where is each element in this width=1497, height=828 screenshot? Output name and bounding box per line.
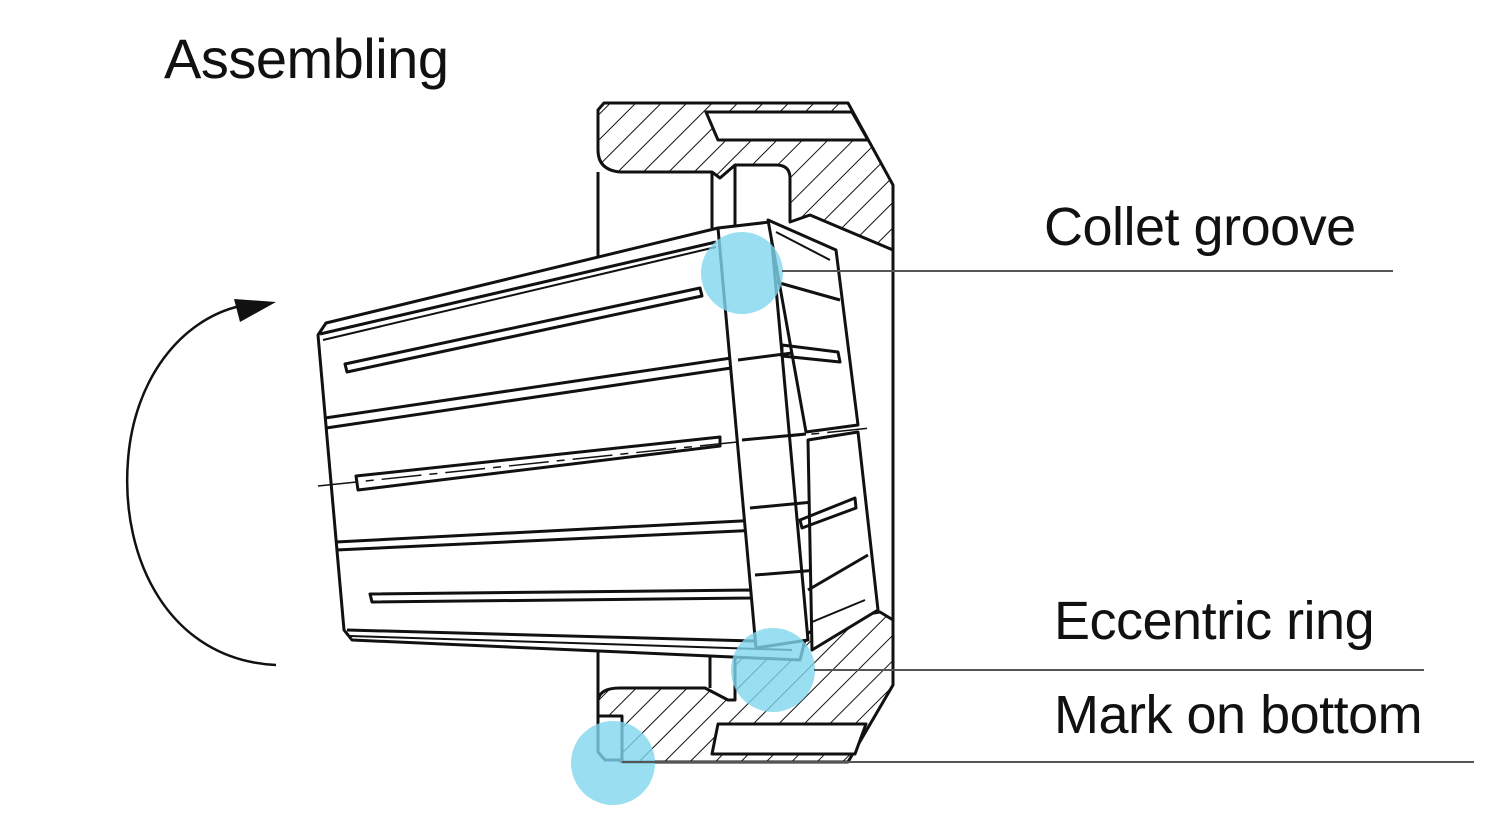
curved-arrow-icon bbox=[125, 299, 277, 667]
leader-lines bbox=[622, 270, 1474, 763]
collet-slot bbox=[343, 286, 704, 374]
nut-bottom-recess bbox=[710, 722, 868, 756]
collet-nose-line bbox=[754, 568, 819, 577]
cone-slot bbox=[807, 553, 869, 592]
collet-groove-label: Collet groove bbox=[1044, 197, 1356, 257]
collet-groove-highlight bbox=[701, 232, 783, 314]
mark-on-bottom-highlight bbox=[571, 721, 655, 805]
collet-segment-line bbox=[324, 355, 739, 420]
diagram-title: Assembling bbox=[164, 27, 449, 90]
cone-slot bbox=[811, 599, 866, 623]
collet-nose-line bbox=[741, 432, 807, 442]
collet-cone bbox=[766, 218, 860, 434]
cone-slot bbox=[780, 343, 842, 364]
mark-on-bottom-label: Mark on bottom bbox=[1054, 685, 1423, 745]
collet-edge-line bbox=[349, 635, 793, 651]
cone-slot bbox=[798, 496, 858, 530]
collet-nose-line bbox=[749, 500, 814, 510]
collet-segment-line bbox=[335, 518, 761, 544]
nut-top-recess bbox=[704, 110, 870, 142]
cone-slot bbox=[775, 231, 831, 261]
collet-segment-line bbox=[335, 528, 761, 552]
collet-edge-line bbox=[346, 628, 793, 644]
collet-segment-line bbox=[325, 365, 739, 430]
collet-nose-line bbox=[737, 350, 801, 362]
collet-edge-line bbox=[319, 240, 717, 336]
cone-slot bbox=[775, 280, 841, 302]
collet-slot bbox=[354, 435, 722, 492]
collet bbox=[316, 218, 880, 662]
highlights bbox=[571, 232, 815, 805]
eccentric-ring-label: Eccentric ring bbox=[1054, 591, 1375, 651]
collet-cone-lower bbox=[806, 430, 880, 652]
collet-nose bbox=[716, 220, 810, 650]
collet-edge-line bbox=[322, 246, 717, 341]
eccentric-ring-highlight bbox=[731, 628, 815, 712]
